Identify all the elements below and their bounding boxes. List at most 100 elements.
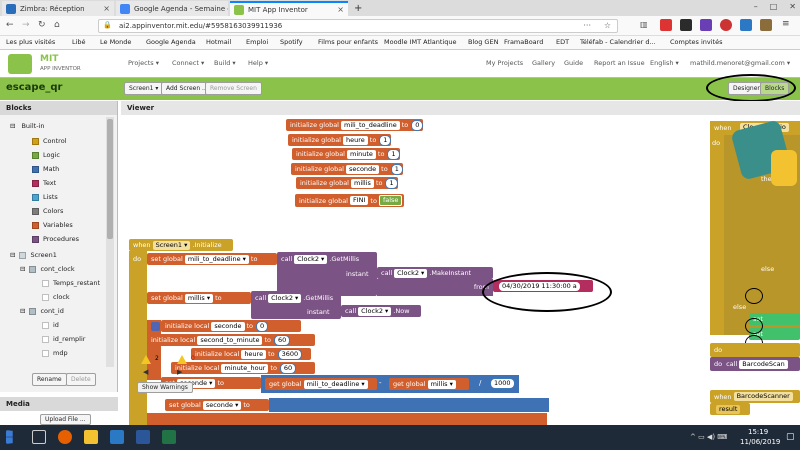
notifications-icon[interactable]: ▢ <box>786 432 795 442</box>
bookmark-item[interactable]: Blog GEN <box>468 38 499 46</box>
upload-file-button[interactable]: Upload File ... <box>40 414 91 425</box>
excel-icon[interactable] <box>162 430 176 444</box>
extension-icon[interactable] <box>680 19 692 31</box>
bookmark-item[interactable]: Téléfab - Calendrier d... <box>580 38 656 46</box>
mutator-gear-icon[interactable] <box>151 322 160 331</box>
minimize-icon[interactable]: – <box>753 2 758 11</box>
component-node[interactable]: ⊟cont_clock <box>20 265 75 273</box>
close-icon[interactable]: × <box>337 5 344 14</box>
tab-zimbra[interactable]: Zimbra: Réception × <box>2 1 114 16</box>
language-menu[interactable]: English ▾ <box>650 59 679 67</box>
guide-link[interactable]: Guide <box>564 59 584 67</box>
page-actions-icon[interactable]: ··· <box>583 21 591 30</box>
category-colors[interactable]: Colors <box>32 207 63 215</box>
collapse-icon[interactable]: ⊟ <box>10 251 16 259</box>
bookmark-item[interactable]: Moodle IMT Atlantique <box>384 38 457 46</box>
event-param[interactable]: result <box>710 403 750 415</box>
word-icon[interactable] <box>136 430 150 444</box>
collapse-icon[interactable]: ⊟ <box>20 265 26 273</box>
app-inventor-logo[interactable] <box>8 54 32 74</box>
prev-warning-arrow-icon[interactable]: ◀ <box>143 368 149 376</box>
new-tab-button[interactable]: + <box>354 3 363 14</box>
home-icon[interactable]: ⌂ <box>54 20 60 30</box>
category-logic[interactable]: Logic <box>32 151 60 159</box>
category-control[interactable]: Control <box>32 137 67 145</box>
category-procedures[interactable]: Procedures <box>32 235 79 243</box>
warning-icon[interactable] <box>141 355 151 364</box>
report-issue-link[interactable]: Report an Issue <box>594 59 645 67</box>
collapse-icon[interactable]: ⊟ <box>10 122 16 130</box>
extension-icon[interactable] <box>660 19 672 31</box>
do-block-partial[interactable]: do <box>710 343 800 357</box>
builtin-node[interactable]: ⊟Built-in <box>10 122 45 130</box>
component-node[interactable]: Temps_restant <box>42 279 100 287</box>
reload-icon[interactable]: ↻ <box>38 20 46 30</box>
window-close-icon[interactable]: ✕ <box>789 2 796 11</box>
screen-node[interactable]: ⊟Screen1 <box>10 251 57 259</box>
rename-button[interactable]: Rename <box>32 373 67 386</box>
gallery-link[interactable]: Gallery <box>532 59 556 67</box>
menu-connect[interactable]: Connect ▾ <box>172 59 205 67</box>
forward-icon[interactable]: → <box>22 20 30 30</box>
menu-projects[interactable]: Projects ▾ <box>128 59 159 67</box>
error-icon[interactable] <box>177 355 187 364</box>
component-node[interactable]: id_remplir <box>42 335 85 343</box>
extension-icon[interactable] <box>740 19 752 31</box>
bookmark-item[interactable]: Spotify <box>280 38 303 46</box>
bookmark-item[interactable]: Comptes invités <box>670 38 723 46</box>
library-icon[interactable]: ▥ <box>640 20 648 29</box>
bookmark-item[interactable]: Les plus visités <box>6 38 56 46</box>
firefox-icon[interactable] <box>58 430 72 444</box>
menu-help[interactable]: Help ▾ <box>248 59 269 67</box>
next-warning-arrow-icon[interactable]: ▶ <box>177 368 183 376</box>
app-icon[interactable] <box>110 430 124 444</box>
math-number-block[interactable]: 1000 <box>487 378 515 389</box>
bookmark-item[interactable]: Google Agenda <box>146 38 196 46</box>
bookmark-item[interactable]: Libé <box>72 38 86 46</box>
show-warnings-button[interactable]: Show Warnings <box>137 382 193 393</box>
close-icon[interactable]: × <box>103 4 110 13</box>
extension-icon[interactable] <box>700 19 712 31</box>
address-bar[interactable]: 🔒 ai2.appinventor.mit.edu/#5958163039911… <box>98 19 618 33</box>
collapse-icon[interactable]: ⊟ <box>20 307 26 315</box>
bookmark-item[interactable]: Emploi <box>246 38 269 46</box>
screen-select[interactable]: Screen1 ▾ <box>124 82 164 95</box>
menu-icon[interactable]: ≡ <box>782 19 790 29</box>
maximize-icon[interactable]: □ <box>769 2 778 11</box>
math-block-partial[interactable] <box>269 398 549 412</box>
account-menu[interactable]: mathild.menoret@gmail.com ▾ <box>690 59 791 67</box>
tab-app-inventor[interactable]: MIT App Inventor × <box>230 1 348 16</box>
component-node[interactable]: id <box>42 321 59 329</box>
windows-start-icon[interactable] <box>6 430 13 444</box>
bookmark-star-icon[interactable]: ☆ <box>603 21 611 30</box>
component-node[interactable]: mdp <box>42 349 68 357</box>
category-lists[interactable]: Lists <box>32 193 58 201</box>
category-variables[interactable]: Variables <box>32 221 73 229</box>
bookmark-item[interactable]: EDT <box>556 38 570 46</box>
category-math[interactable]: Math <box>32 165 59 173</box>
my-projects-link[interactable]: My Projects <box>486 59 524 67</box>
remove-screen-button[interactable]: Remove Screen <box>205 82 262 95</box>
task-view-icon[interactable] <box>32 430 46 444</box>
set-block-partial[interactable]: set <box>749 328 800 340</box>
extension-icon[interactable] <box>760 19 772 31</box>
bookmark-item[interactable]: Hotmail <box>206 38 232 46</box>
